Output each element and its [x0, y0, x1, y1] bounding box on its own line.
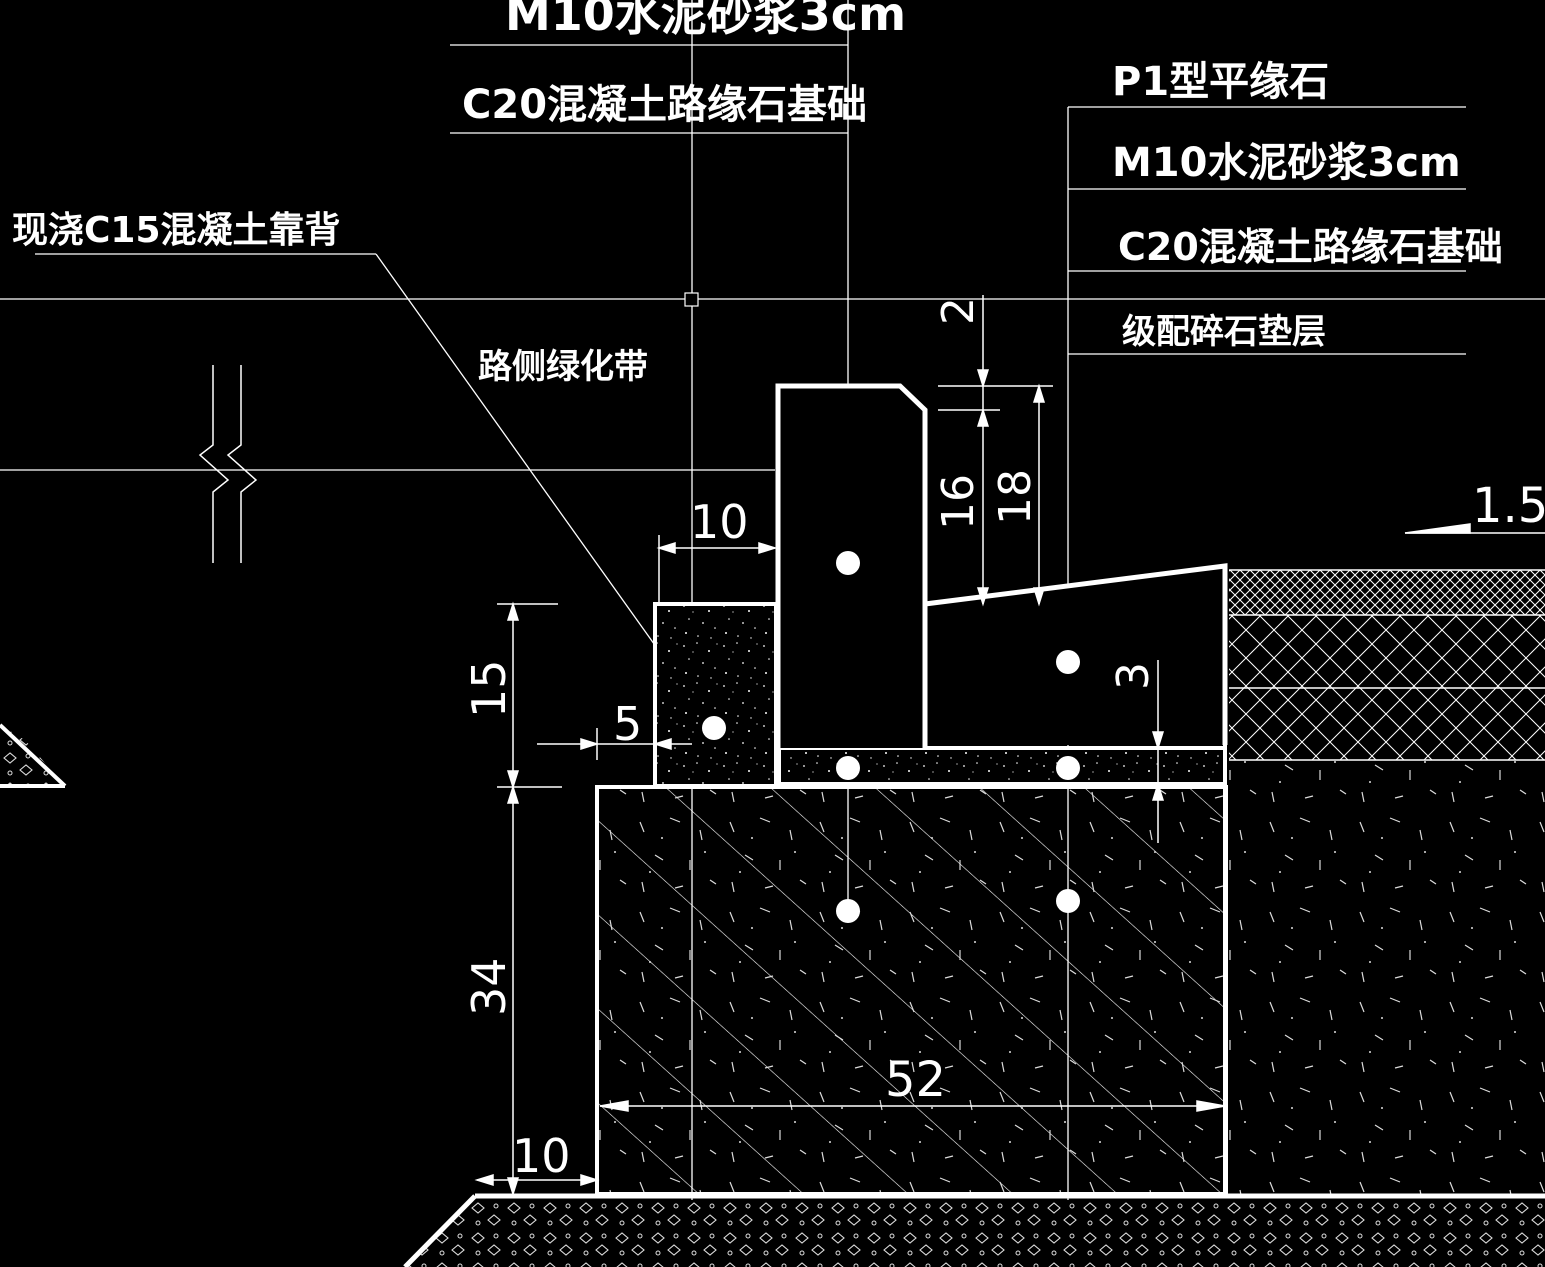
- dimension-lines: [474, 295, 1545, 1197]
- label-flat-curb: P1型平缘石: [1112, 59, 1329, 105]
- label-right-mortar: M10水泥砂浆3cm: [1112, 140, 1461, 186]
- reference-lines: [0, 292, 1545, 471]
- right-soil: [1229, 760, 1545, 1194]
- label-right-base: C20混凝土路缘石基础: [1118, 225, 1503, 269]
- label-backfill: 现浇C15混凝土靠背: [12, 210, 341, 251]
- left-slope-fragment: [0, 723, 67, 788]
- dim-2: 2: [933, 297, 984, 325]
- dim-5: 5: [613, 697, 642, 751]
- gravel-cushion: [403, 1193, 1545, 1267]
- c15-backfill: [653, 602, 778, 788]
- label-left-base: C20混凝土路缘石基础: [462, 82, 867, 128]
- dim-10-bottom: 10: [512, 1129, 571, 1183]
- dim-16: 16: [933, 474, 984, 530]
- dim-10-top: 10: [690, 495, 749, 549]
- dim-3: 3: [1108, 662, 1159, 690]
- label-gravel-layer: 级配碎石垫层: [1122, 312, 1326, 352]
- dim-slope: 1.5: [1472, 478, 1545, 534]
- label-greenbelt: 路侧绿化带: [478, 347, 648, 387]
- point-markers: [702, 551, 1080, 923]
- break-symbol: [198, 365, 258, 563]
- dim-15: 15: [462, 659, 516, 718]
- label-top-mortar: M10水泥砂浆3cm: [505, 0, 906, 41]
- dim-18: 18: [990, 469, 1041, 525]
- dim-34: 34: [462, 957, 516, 1016]
- pavement-layers: [1229, 569, 1545, 761]
- dim-52: 52: [885, 1052, 946, 1108]
